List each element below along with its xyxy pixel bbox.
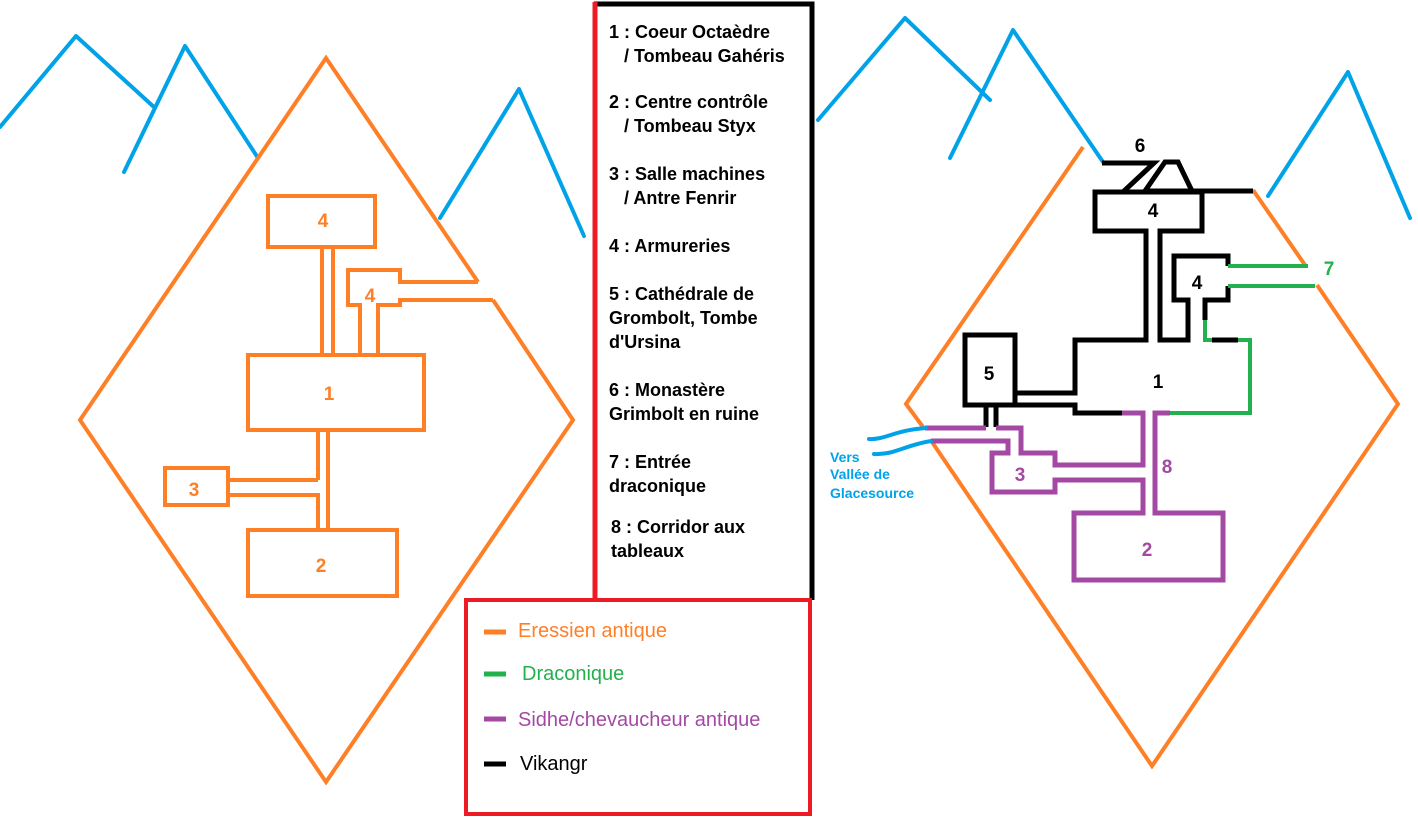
key-line: 4 : Armureries	[609, 236, 730, 256]
room-label: 4	[365, 286, 376, 307]
exit-label: Glacesource	[830, 485, 914, 501]
sidhe-structures	[925, 410, 1226, 583]
key-line: 6 : Monastère	[609, 380, 725, 400]
mountains	[816, 16, 1412, 220]
room-label: 4	[1192, 273, 1203, 294]
room-key-panel: 1 : Coeur Octaèdre / Tombeau Gahéris 2 :…	[592, 1, 815, 602]
key-line: tableaux	[611, 541, 684, 561]
exit-label: Vallée de	[830, 466, 890, 482]
key-line: 2 : Centre contrôle	[609, 92, 768, 112]
legend-label: Sidhe/chevaucheur antique	[518, 709, 760, 731]
legend-label: Eressien antique	[518, 620, 667, 642]
exit-path	[867, 426, 928, 442]
draconique-structures	[1170, 264, 1315, 415]
key-line: 7 : Entrée	[609, 452, 691, 472]
room-label: 2	[1142, 540, 1153, 561]
legend-label: Vikangr	[520, 753, 588, 775]
outer-diamond	[77, 54, 576, 786]
room-label: 3	[189, 480, 200, 501]
key-line: / Tombeau Gahéris	[609, 46, 785, 66]
room-label: 3	[1015, 465, 1026, 486]
key-line: / Tombeau Styx	[609, 116, 756, 136]
key-line: 8 : Corridor aux	[611, 517, 745, 537]
right-map: Vers Vallée de Glacesource 6 4 4 7 5 1 3…	[816, 16, 1412, 770]
room-label: 5	[984, 364, 995, 385]
room-label: 6	[1135, 136, 1146, 157]
key-line: 3 : Salle machines	[609, 164, 765, 184]
key-line: / Antre Fenrir	[609, 188, 736, 208]
key-line: Grimbolt en ruine	[609, 404, 759, 424]
key-line: Grombolt, Tombe	[609, 308, 758, 328]
room-label: 1	[324, 384, 335, 405]
key-line: draconique	[609, 476, 706, 496]
legend: Eressien antique Draconique Sidhe/chevau…	[464, 598, 812, 816]
room-label: 8	[1162, 457, 1173, 478]
legend-label: Draconique	[522, 663, 624, 685]
exit-label: Vers	[830, 449, 860, 465]
left-map: 4 4 1 3 2	[0, 34, 586, 786]
key-line: 5 : Cathédrale de	[609, 284, 754, 304]
mountains	[0, 34, 586, 238]
outer-diamond	[903, 145, 1085, 429]
room-label: 2	[316, 556, 327, 577]
room-label: 7	[1324, 259, 1335, 280]
room-label: 4	[1148, 201, 1159, 222]
rooms	[163, 194, 493, 598]
room-label: 1	[1153, 372, 1164, 393]
vikangr-structures	[962, 159, 1253, 427]
key-line: 1 : Coeur Octaèdre	[609, 22, 770, 42]
room-label: 4	[318, 211, 329, 232]
key-line: d'Ursina	[609, 332, 681, 352]
